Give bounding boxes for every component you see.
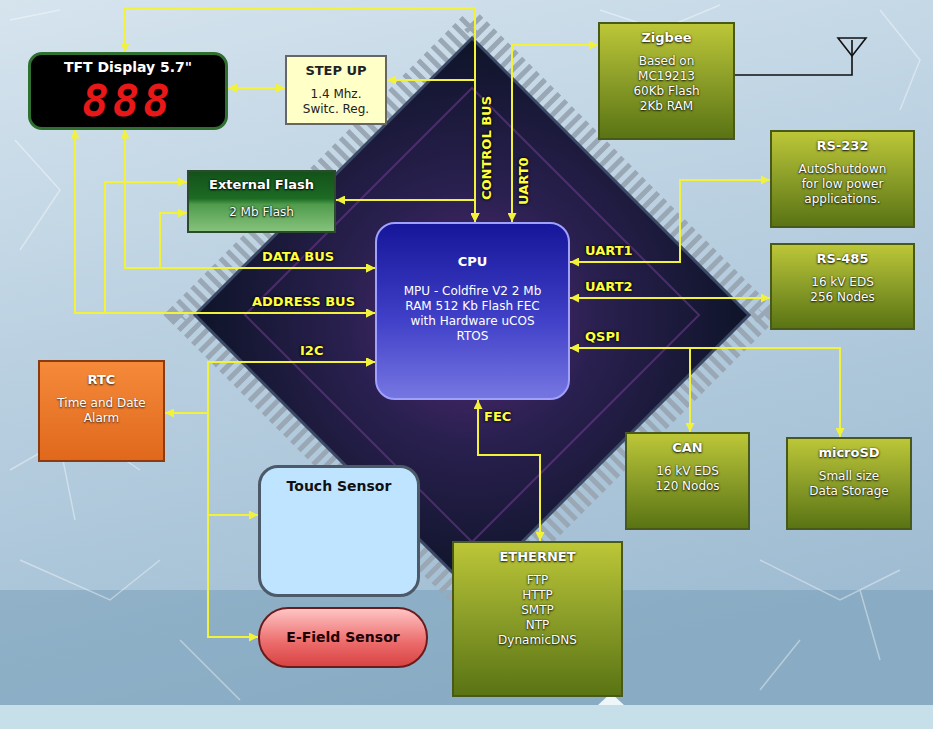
node-title: Zigbee: [641, 30, 691, 46]
node-title: External Flash: [209, 177, 314, 193]
can-box: CAN 16 kV EDS 120 Nodos: [625, 432, 750, 530]
bus-label: ADDRESS BUS: [252, 295, 355, 309]
bus-connector: [570, 297, 770, 299]
chip-pins: [179, 22, 765, 608]
efield-sensor-box: E-Field Sensor: [258, 607, 428, 668]
node-title: Touch Sensor: [287, 478, 392, 496]
bus-connector: [125, 130, 375, 269]
node-title: RS-485: [817, 251, 869, 267]
bus-label: DATA BUS: [262, 250, 334, 264]
ethernet-box: ETHERNET FTP HTTP SMTP NTP DynamicDNS: [452, 541, 623, 697]
node-title: CPU: [458, 254, 488, 270]
antenna-symbol: [735, 38, 866, 75]
microsd-box: microSD Small size Data Storage: [786, 437, 912, 530]
frost-lines: [10, 5, 920, 700]
node-title: RS-232: [817, 138, 869, 154]
node-body: 16 kV EDS 120 Nodos: [648, 464, 728, 494]
bus-label: UART2: [585, 280, 633, 294]
bus-connector: [478, 400, 540, 541]
touch-sensor-box: Touch Sensor: [258, 465, 420, 597]
bus-connector: [336, 200, 475, 222]
node-title: STEP UP: [305, 63, 366, 79]
node-body: Small size Data Storage: [804, 469, 894, 499]
tft-display: TFT Display 5.7" 888: [28, 52, 228, 130]
node-body: MPU - Coldfire V2 2 Mb RAM 512 Kb Flash …: [398, 284, 548, 344]
node-body: AutoShutdown for low power applications.: [793, 162, 893, 207]
flash-box: External Flash 2 Mb Flash: [187, 170, 336, 233]
node-body: Based on MC19213 60Kb Flash 2Kb RAM: [627, 54, 707, 114]
node-body: 16 kV EDS 256 Nodes: [803, 275, 883, 305]
node-title: microSD: [818, 445, 879, 461]
node-title: TFT Display 5.7": [64, 59, 192, 77]
zigbee-box: ZigbeeBased on MC19213 60Kb Flash 2Kb RA…: [598, 22, 735, 140]
bus-label: UART0: [517, 157, 531, 205]
node-title: RTC: [88, 372, 116, 388]
bus-label: UART1: [585, 244, 633, 258]
bus-connector: [570, 348, 840, 437]
node-body: 1.4 Mhz. Switc. Reg.: [296, 87, 376, 117]
bus-label: QSPI: [585, 330, 620, 344]
cpu-box: CPU MPU - Coldfire V2 2 Mb RAM 512 Kb Fla…: [375, 222, 570, 400]
bus-connector: [228, 87, 285, 89]
node-body: Time and Date Alarm: [54, 396, 149, 426]
node-title: CAN: [672, 440, 702, 456]
bus-connector: [570, 348, 690, 432]
node-title: ETHERNET: [499, 549, 575, 565]
node-body: FTP HTTP SMTP NTP DynamicDNS: [478, 573, 598, 648]
step-up-box: STEP UP 1.4 Mhz. Switc. Reg.: [285, 55, 387, 125]
rs485-box: RS-485 16 kV EDS 256 Nodes: [770, 243, 915, 330]
rtc-box: RTC Time and Date Alarm: [38, 360, 165, 462]
node-body: 2 Mb Flash: [229, 205, 294, 220]
bus-connector: [570, 180, 770, 262]
display-digits: 888: [82, 79, 173, 123]
node-title: E-Field Sensor: [286, 629, 399, 647]
bottom-bar: [0, 705, 933, 729]
bus-label: I2C: [300, 344, 323, 358]
rs232-box: RS-232AutoShutdown for low power applica…: [770, 130, 915, 228]
bus-connector: [75, 130, 375, 314]
bus-connector: [512, 45, 598, 222]
bus-connector: [165, 362, 375, 413]
bus-label: CONTROL BUS: [480, 96, 494, 200]
bus-label: FEC: [484, 410, 511, 424]
